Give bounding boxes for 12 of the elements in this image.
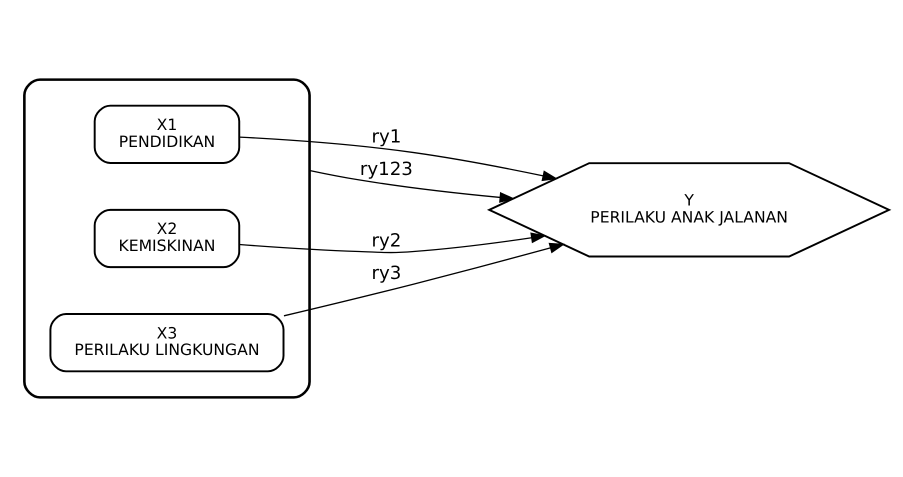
edge-label: ry123 [360,158,413,180]
node-box: X3 PERILAKU LINGKUNGAN [49,313,284,372]
node-box: X2 KEMISKINAN [94,208,240,268]
edge-label: ry1 [371,126,402,148]
arrow [239,232,547,254]
edge-label: ry3 [371,263,402,284]
arrow [309,170,516,203]
edge-label: ry2 [371,230,402,252]
arrow [239,136,558,182]
cluster [23,78,311,399]
arrow [284,242,566,316]
node-box: X1 PENDIDIKAN [94,104,240,164]
